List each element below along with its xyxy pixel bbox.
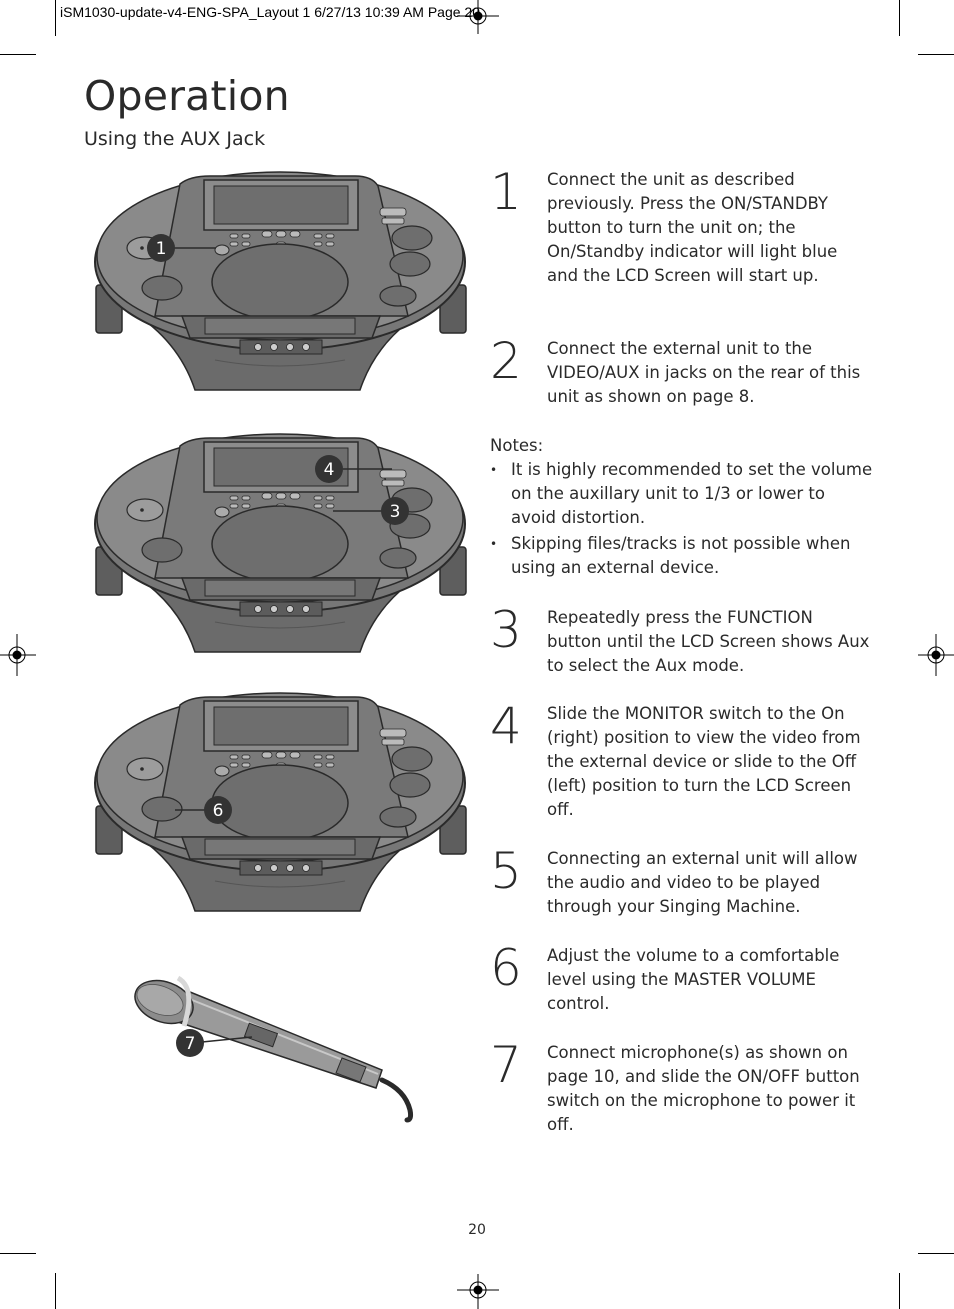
step-number: 7	[490, 1036, 522, 1094]
step-text: Adjust the volume to a comfortable level…	[547, 946, 840, 1013]
bullet-icon: •	[490, 463, 498, 477]
step-text: Connect the external unit to the VIDEO/A…	[547, 339, 861, 406]
registration-mark-right	[918, 634, 954, 676]
note-text: Skipping files/tracks is not possible wh…	[511, 534, 851, 577]
note-item: • Skipping files/tracks is not possible …	[490, 532, 875, 580]
page-title: Operation	[84, 72, 290, 120]
step-text: Connect the unit as described previously…	[547, 170, 838, 285]
step-number: 2	[490, 332, 522, 390]
step-number: 3	[490, 601, 522, 659]
svg-text:1: 1	[156, 239, 167, 259]
page-number: 20	[468, 1222, 486, 1238]
registration-mark-left	[0, 634, 36, 676]
step-text: Connecting an external unit will allow t…	[547, 849, 858, 916]
callout-1: 1	[147, 234, 175, 262]
step-number: 5	[490, 842, 522, 900]
step-number: 6	[490, 939, 522, 997]
step-number: 1	[490, 163, 522, 221]
step-text: Repeatedly press the FUNCTION button unt…	[547, 608, 870, 675]
section-subtitle: Using the AUX Jack	[84, 128, 266, 150]
callout-7: 7	[176, 1029, 204, 1057]
callout-4: 4	[315, 455, 343, 483]
registration-mark-bottom	[457, 1274, 499, 1309]
step-text: Slide the MONITOR switch to the On (righ…	[547, 704, 861, 819]
note-item: • It is highly recommended to set the vo…	[490, 458, 875, 530]
callout-3: 3	[381, 497, 409, 525]
notes-title: Notes:	[490, 436, 544, 455]
bullet-icon: •	[490, 537, 498, 551]
registration-mark-top	[457, 0, 499, 34]
unit-illustration-1: 1	[94, 171, 467, 391]
notes-list: • It is highly recommended to set the vo…	[490, 458, 875, 582]
svg-text:4: 4	[324, 460, 335, 480]
callout-6: 6	[204, 796, 232, 824]
microphone-illustration: 7	[134, 975, 414, 1123]
svg-text:6: 6	[213, 801, 224, 821]
unit-illustration-3: 6	[94, 692, 467, 912]
unit-illustration-2: 4 3	[94, 433, 467, 653]
step-text: Connect microphone(s) as shown on page 1…	[547, 1043, 860, 1134]
svg-text:3: 3	[390, 502, 401, 522]
print-slug: iSM1030-update-v4-ENG-SPA_Layout 1 6/27/…	[60, 4, 481, 20]
note-text: It is highly recommended to set the volu…	[511, 460, 873, 527]
step-number: 4	[490, 697, 522, 755]
svg-text:7: 7	[185, 1034, 196, 1054]
